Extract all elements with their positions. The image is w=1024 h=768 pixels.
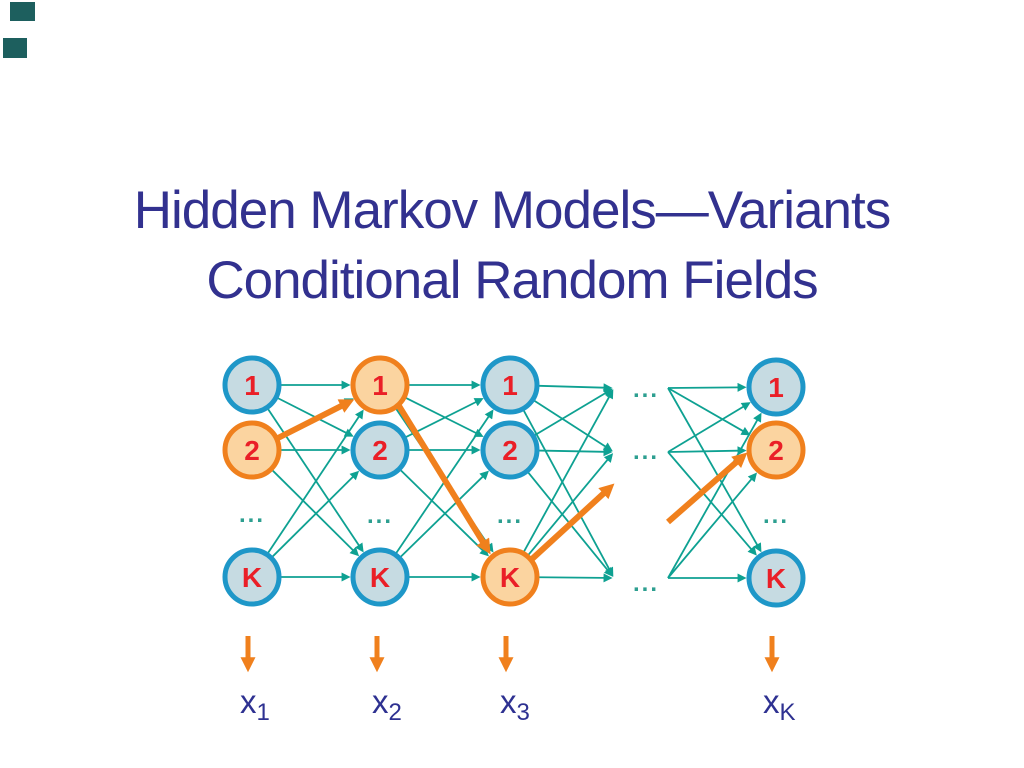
state-label: 2 (768, 435, 784, 466)
state-label: 2 (244, 435, 260, 466)
state-label: K (370, 562, 390, 593)
transition-edge (538, 573, 613, 583)
ellipsis: ... (633, 376, 659, 403)
transition-edge (527, 453, 614, 556)
state-label: 1 (502, 370, 518, 401)
ellipsis: ... (367, 502, 393, 529)
transition-edge (667, 387, 762, 553)
transition-edge (667, 472, 758, 579)
highlight-path-arrow (276, 399, 355, 441)
observation-label: x2 (372, 683, 402, 726)
transition-edge (667, 382, 747, 392)
state-node: K (222, 547, 282, 607)
state-label: 2 (502, 435, 518, 466)
transition-edge (667, 451, 757, 556)
observation-label: x1 (240, 683, 270, 726)
state-label: 2 (372, 435, 388, 466)
highlight-path-arrow (666, 452, 748, 525)
state-label: 1 (372, 370, 388, 401)
ellipsis: ... (633, 438, 659, 465)
state-label: K (766, 563, 786, 594)
state-node: 1 (746, 357, 806, 417)
transition-edge (271, 470, 360, 558)
ellipsis: ... (239, 501, 265, 528)
state-node: 2 (350, 420, 410, 480)
slide-title: Hidden Markov Models—Variants Conditiona… (0, 176, 1024, 316)
transition-edge (534, 388, 613, 436)
transition-edge (667, 387, 751, 436)
transition-edge (522, 410, 614, 577)
state-label: K (500, 562, 520, 593)
transition-edge (267, 408, 364, 553)
state-node: K (350, 547, 410, 607)
state-node: 2 (746, 420, 806, 480)
ellipsis: ... (497, 502, 523, 529)
highlight-path-arrow (396, 404, 491, 555)
ellipsis: ... (763, 502, 789, 529)
highlight-path-arrow (529, 483, 615, 562)
transition-edge (538, 383, 613, 393)
transition-edge (523, 389, 614, 553)
transition-edge (538, 447, 613, 457)
state-label: 1 (244, 370, 260, 401)
transition-edge (527, 471, 614, 577)
observation-label: xK (763, 683, 796, 726)
transition-edge (667, 446, 747, 456)
transition-edge (400, 470, 489, 558)
decor-square-top (10, 2, 35, 21)
transition-edge (405, 397, 484, 437)
state-label: 1 (768, 372, 784, 403)
decor-square-bottom (3, 38, 27, 58)
state-node: 1 (480, 355, 540, 415)
state-node: K (746, 548, 806, 608)
title-line-1: Hidden Markov Models—Variants (133, 181, 892, 240)
title-line-2: Conditional Random Fields (206, 251, 818, 310)
transition-edge (271, 469, 360, 557)
state-node: K (480, 547, 540, 607)
transition-edge (533, 399, 613, 452)
transition-edge (667, 402, 751, 453)
transition-edge (277, 397, 354, 437)
state-node: 1 (222, 355, 282, 415)
transition-edge (395, 409, 494, 554)
state-node: 2 (480, 420, 540, 480)
state-node: 1 (350, 355, 410, 415)
observation-label: x3 (500, 683, 530, 726)
transition-edge (667, 412, 762, 579)
state-node: 2 (222, 420, 282, 480)
state-label: K (242, 562, 262, 593)
transition-edge (400, 469, 489, 557)
transition-edge (267, 409, 364, 554)
ellipsis: ... (633, 570, 659, 597)
